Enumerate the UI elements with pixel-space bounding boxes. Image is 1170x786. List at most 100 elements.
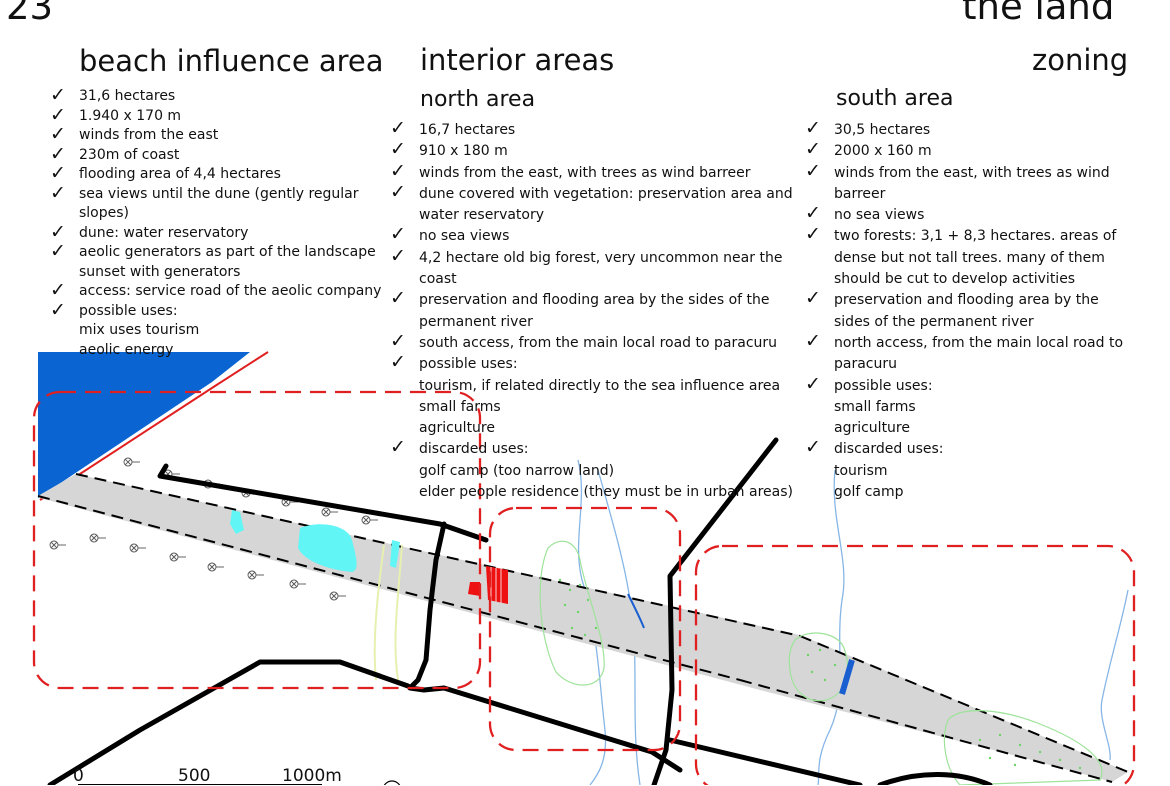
list-item-text: 910 x 180 m	[419, 143, 508, 160]
list-subitem: tourism, if related directly to the sea …	[419, 377, 781, 394]
list-item: ✓ 2000 x 160 m	[805, 138, 1125, 162]
forest-south-large	[943, 710, 1103, 785]
list-item-text: access: service road of the aeolic compa…	[79, 283, 382, 299]
list-item: ✓no sea views	[805, 203, 1125, 226]
forest-north	[539, 540, 605, 686]
check-icon: ✓	[390, 436, 406, 459]
river-mark-south	[839, 659, 855, 695]
check-icon: ✓	[390, 244, 406, 267]
check-icon: ✓	[805, 117, 821, 139]
check-icon: ✓	[805, 329, 821, 352]
check-icon: ✓	[390, 138, 406, 161]
list-item: ✓aeolic generators as part of the landsc…	[50, 241, 395, 282]
check-icon: ✓	[50, 181, 66, 204]
list-item: ✓ 4,2 hectare old big forest, very uncomm…	[390, 244, 795, 291]
list-subitem: aeolic energy	[79, 341, 174, 358]
flood-pond-thin	[390, 540, 400, 568]
north-list: ✓16,7 hectares✓910 x 180 m✓winds from th…	[390, 117, 795, 503]
list-item: ✓preservation and flooding area by the s…	[805, 288, 1125, 333]
list-item: ✓ discarded uses: golf camp (too narrow la…	[390, 436, 795, 503]
coastline	[39, 351, 269, 501]
list-item: ✓ access: service road of the aeolic comp…	[50, 279, 395, 302]
check-icon: ✓	[805, 138, 821, 161]
flood-pond-large	[298, 524, 357, 572]
north-heading: north area	[420, 87, 536, 112]
list-subitem: mix uses tourism	[79, 322, 200, 338]
list-item-text: possible uses:	[419, 356, 518, 373]
check-icon: ✓	[50, 142, 66, 165]
check-icon: ✓	[390, 329, 406, 352]
list-item: ✓ 910 x 180 m	[390, 138, 795, 162]
list-item-text: discarded uses:	[834, 441, 944, 458]
list-item-text: discarded uses:	[419, 441, 529, 458]
zone-beach	[32, 390, 482, 690]
list-subitem: golf camp (too narrow land)	[419, 462, 615, 479]
check-icon: ✓	[390, 180, 406, 203]
list-item: ✓ 16,7 hectares	[390, 117, 795, 141]
list-item: ✓ winds from the east	[50, 123, 395, 146]
list-item-text: possible uses:	[79, 302, 178, 319]
check-icon: ✓	[50, 279, 66, 301]
page-number: 23	[6, 0, 54, 28]
check-icon: ✓	[805, 223, 821, 246]
site-edge-south	[37, 495, 741, 681]
check-icon: ✓	[390, 287, 406, 310]
forest-dots	[558, 578, 1082, 770]
zone-south	[694, 544, 1136, 785]
check-icon: ✓	[50, 84, 66, 106]
list-item: ✓dune: water reservatory	[50, 221, 395, 244]
list-item-text: aeolic generators as part of the landsca…	[79, 244, 376, 280]
zone-outlines	[32, 390, 1136, 785]
site-edge-south-2	[739, 679, 1113, 783]
scale-label-0: 0	[73, 766, 84, 786]
list-item-text: dune: water reservatory	[79, 224, 249, 241]
list-item-text: winds from the east	[79, 127, 219, 143]
list-item-text: winds from the east, with trees as wind …	[419, 164, 751, 181]
list-item: ✓two forests: 3,1 + 8,3 hectares. areas …	[805, 223, 1125, 290]
check-icon: ✓	[50, 162, 66, 184]
check-icon: ✓	[805, 436, 821, 459]
zone-north	[488, 506, 682, 752]
site-edge-north-2	[799, 635, 1129, 773]
list-subitem: agriculture	[834, 420, 910, 437]
check-icon: ✓	[390, 117, 406, 139]
list-item-text: no sea views	[834, 207, 925, 224]
beach-list: ✓31,6 hectares✓1.940 x 170 m✓winds from …	[50, 84, 395, 361]
zoning-heading: zoning	[1032, 43, 1129, 77]
list-item-text: no sea views	[419, 228, 510, 245]
river-mark-north	[627, 593, 645, 629]
list-item-text: preservation and flooding area by the si…	[419, 292, 770, 330]
list-item-text: 31,6 hectares	[79, 88, 176, 104]
dune-path-2	[394, 544, 403, 681]
list-item: ✓winds from the east, with trees as wind…	[390, 160, 795, 184]
list-item: ✓ 31,6 hectares	[50, 84, 395, 107]
list-item-text: 1.940 x 170 m	[79, 107, 182, 124]
list-item: ✓south access, from the main local road …	[390, 329, 795, 354]
check-icon: ✓	[50, 123, 66, 145]
list-item-text: 16,7 hectares	[419, 122, 516, 138]
list-subitem: agriculture	[419, 420, 495, 437]
list-item: ✓1.940 x 170 m	[50, 104, 395, 127]
sea-area	[38, 352, 250, 498]
scale-label-1000: 1000m	[282, 766, 342, 786]
site-band-body	[38, 474, 1128, 782]
check-icon: ✓	[390, 351, 406, 374]
interior-heading: interior areas	[420, 43, 615, 77]
check-icon: ✓	[805, 159, 821, 182]
list-item-text: sea views until the dune (gently regular…	[79, 185, 359, 222]
flood-pond-small	[230, 510, 244, 534]
list-subitem: small farms	[419, 398, 501, 415]
list-item-text: dune covered with vegetation: preservati…	[419, 185, 793, 224]
list-item-text: 4,2 hectare old big forest, very uncommo…	[419, 249, 783, 288]
list-item: ✓flooding area of 4,4 hectares	[50, 162, 395, 185]
list-item-text: 230m of coast	[79, 146, 180, 163]
north-arrow-icon	[383, 780, 401, 785]
list-item-text: 2000 x 160 m	[834, 143, 932, 160]
built-area-red	[486, 566, 508, 604]
river-east	[1100, 589, 1129, 761]
list-item-text: north access, from the main local road t…	[834, 334, 1124, 373]
check-icon: ✓	[390, 223, 406, 246]
